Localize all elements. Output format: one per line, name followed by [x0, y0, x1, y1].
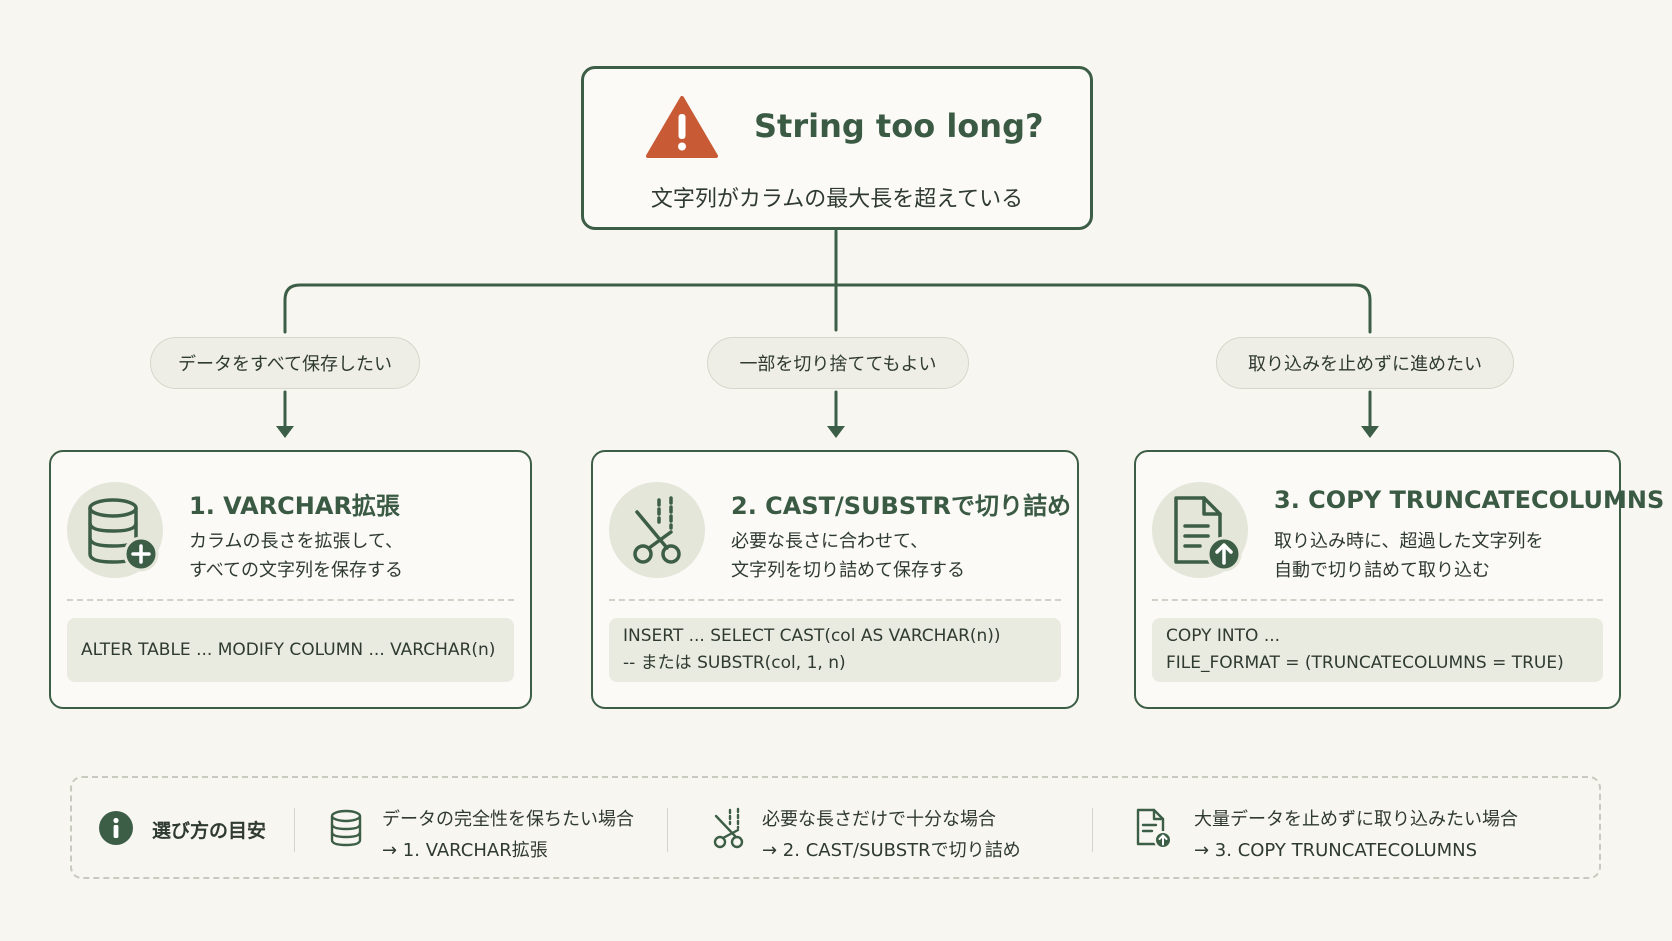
condition-pill-2: 一部を切り捨ててもよい: [707, 337, 969, 389]
guide-item-2: 必要な長さだけで十分な場合 → 2. CAST/SUBSTRで切り詰め: [762, 804, 1021, 866]
arrow-1-head: [276, 426, 294, 438]
condition-pill-3: 取り込みを止めずに進めたい: [1216, 337, 1514, 389]
icon-badge: [609, 482, 705, 578]
code-snippet: ALTER TABLE ... MODIFY COLUMN ... VARCHA…: [67, 618, 514, 682]
description-line: 自動で切り詰めて取り込む: [1274, 560, 1490, 581]
description-line: カラムの長さを拡張して、: [189, 531, 404, 552]
icon-badge: [1152, 482, 1248, 578]
guide-item-3: 大量データを止めずに取り込みたい場合 → 3. COPY TRUNCATECOL…: [1194, 804, 1518, 866]
code-snippet: COPY INTO ... FILE_FORMAT = (TRUNCATECOL…: [1152, 618, 1603, 682]
code-line: INSERT ... SELECT CAST(col AS VARCHAR(n)…: [623, 626, 1001, 646]
code-line: ALTER TABLE ... MODIFY COLUMN ... VARCHA…: [81, 639, 496, 660]
icon-badge: [67, 482, 163, 578]
connector-branch: [283, 283, 1372, 334]
guide-condition: 必要な長さだけで十分な場合: [762, 809, 996, 830]
condition-pill-1: データをすべて保存したい: [150, 337, 420, 389]
divider: [67, 599, 514, 601]
question-subtitle: 文字列がカラムの最大長を超えている: [650, 187, 1024, 212]
description-line: すべての文字列を保存する: [189, 560, 404, 581]
guide-recommendation: → 3. COPY TRUNCATECOLUMNS: [1194, 840, 1478, 861]
divider: [1092, 808, 1093, 852]
code-line: -- または SUBSTR(col, 1, n): [623, 653, 846, 673]
arrow-2-head: [827, 426, 845, 438]
option-card-copy-truncate: 3. COPY TRUNCATECOLUMNS 取り込み時に、超過した文字列を …: [1134, 450, 1664, 709]
option-description: 必要な長さに合わせて、 文字列を切り詰めて保存する: [731, 527, 965, 585]
code-line: FILE_FORMAT = (TRUNCATECOLUMNS = TRUE): [1166, 653, 1564, 673]
description-line: 必要な長さに合わせて、: [731, 531, 929, 552]
option-card-varchar: 1. VARCHAR拡張 カラムの長さを拡張して、 すべての文字列を保存する A…: [49, 450, 532, 709]
guide-label: 選び方の目安: [152, 820, 267, 842]
description-line: 文字列を切り詰めて保存する: [731, 560, 965, 581]
option-title: 3. COPY TRUNCATECOLUMNS: [1274, 486, 1665, 514]
description-line: 取り込み時に、超過した文字列を: [1274, 531, 1544, 552]
code-snippet: INSERT ... SELECT CAST(col AS VARCHAR(n)…: [609, 618, 1061, 682]
file-upload-icon: [1174, 496, 1242, 572]
divider: [667, 808, 668, 852]
divider: [609, 599, 1061, 601]
option-description: カラムの長さを拡張して、 すべての文字列を保存する: [189, 527, 403, 585]
database-icon: [330, 809, 362, 847]
question-box: String too long? 文字列がカラムの最大長を超えている: [581, 66, 1093, 230]
divider: [294, 808, 295, 852]
scissors-icon: [713, 807, 744, 849]
database-plus-icon: [88, 498, 159, 572]
question-title: String too long?: [754, 107, 1044, 145]
arrow-3-head: [1361, 426, 1379, 438]
warning-icon: [646, 96, 718, 158]
option-title: 1. VARCHAR拡張: [189, 492, 400, 520]
option-description: 取り込み時に、超過した文字列を 自動で切り詰めて取り込む: [1274, 527, 1543, 585]
guide-recommendation: → 1. VARCHAR拡張: [382, 840, 548, 861]
selection-guide: 選び方の目安 データの完全性を保ちたい場合 → 1. VARCHAR拡張 必要な…: [70, 776, 1601, 879]
guide-condition: データの完全性を保ちたい場合: [382, 809, 634, 830]
file-upload-icon: [1136, 808, 1172, 849]
guide-condition: 大量データを止めずに取り込みたい場合: [1194, 809, 1518, 830]
scissors-icon: [633, 496, 681, 564]
guide-recommendation: → 2. CAST/SUBSTRで切り詰め: [762, 840, 1021, 861]
divider: [1152, 599, 1603, 601]
option-title: 2. CAST/SUBSTRで切り詰め: [731, 492, 1071, 520]
option-card-cast-substr: 2. CAST/SUBSTRで切り詰め 必要な長さに合わせて、 文字列を切り詰め…: [591, 450, 1079, 709]
code-line: COPY INTO ...: [1166, 626, 1281, 646]
info-icon: [99, 811, 133, 845]
guide-item-1: データの完全性を保ちたい場合 → 1. VARCHAR拡張: [382, 804, 634, 866]
